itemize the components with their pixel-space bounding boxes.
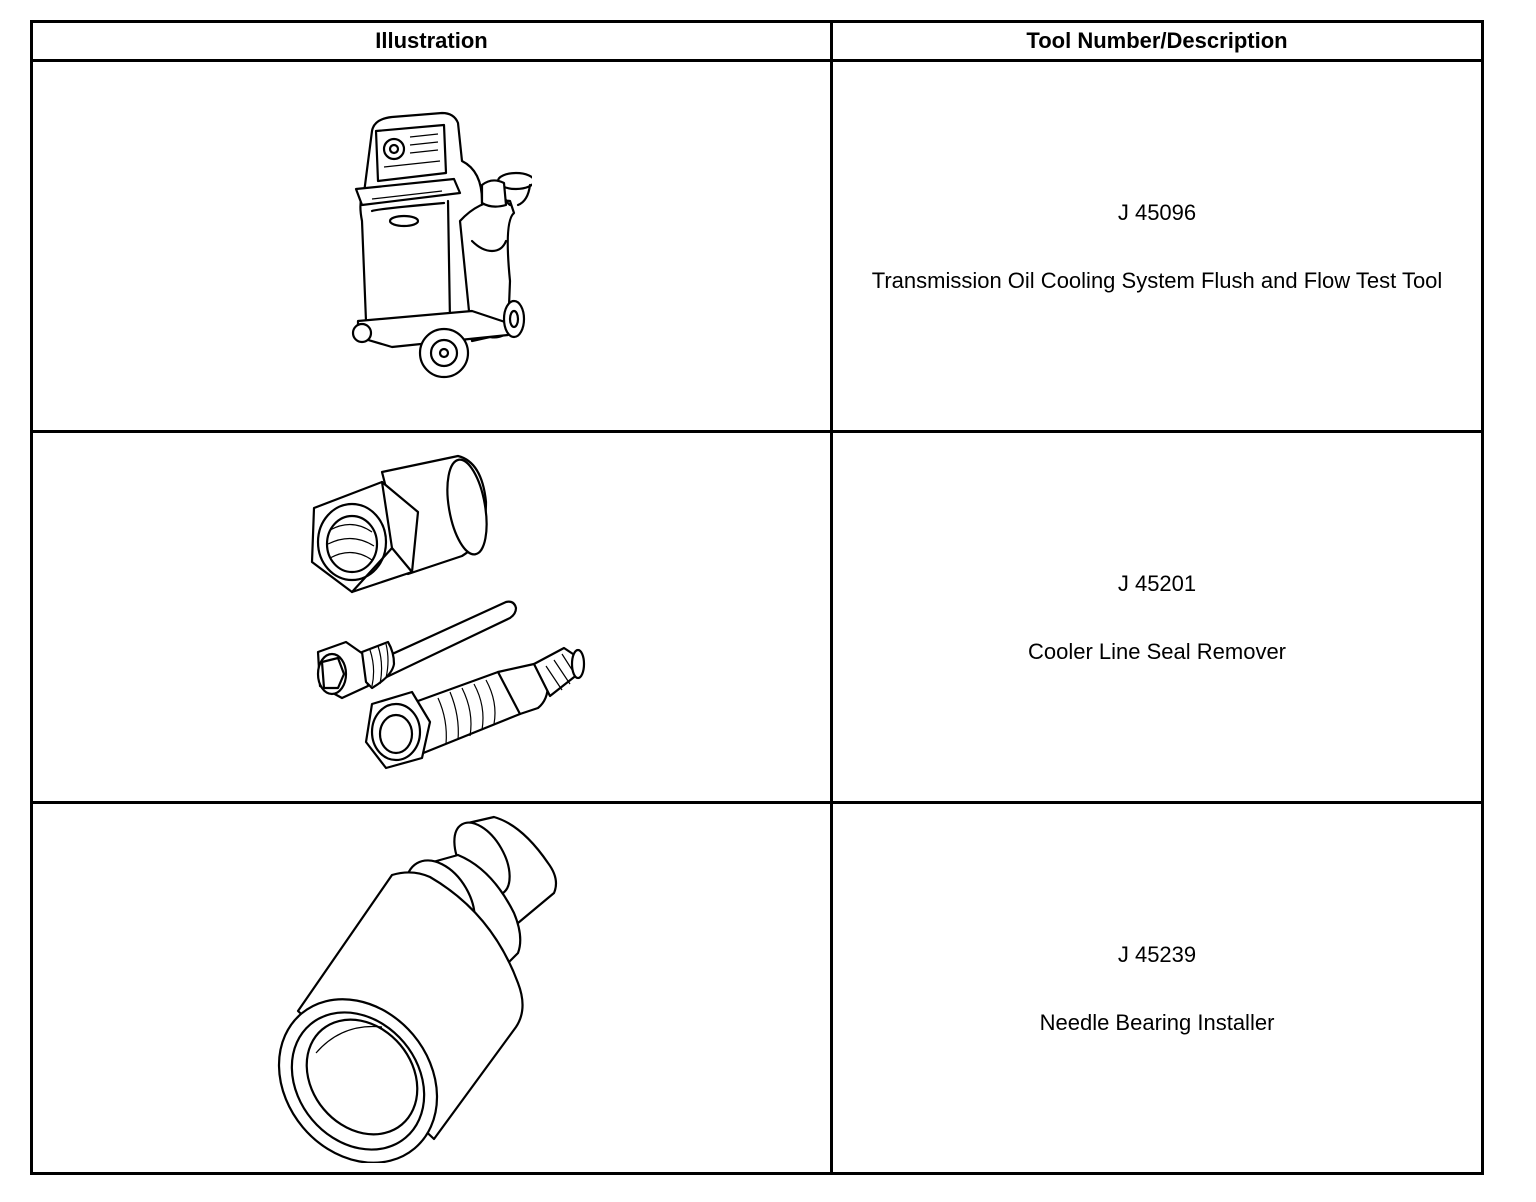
seal-remover-icon (310, 454, 585, 770)
tool-table: Illustration Tool Number/Description (30, 20, 1484, 1175)
tool-description: Cooler Line Seal Remover (1027, 638, 1287, 664)
tool-number: J 45201 (1117, 570, 1197, 596)
tool-info-cell: J 45239 Needle Bearing Installer (830, 801, 1484, 1175)
tool-description: Needle Bearing Installer (1039, 1009, 1275, 1035)
illustration-cell (30, 801, 833, 1175)
table-row: J 45201 Cooler Line Seal Remover (30, 430, 1484, 804)
flush-machine-icon (351, 111, 532, 379)
tool-number: J 45096 (1117, 199, 1197, 225)
table-row: J 45096 Transmission Oil Cooling System … (30, 59, 1484, 433)
column-header-tool: Tool Number/Description (830, 20, 1484, 62)
table-header-row: Illustration Tool Number/Description (30, 20, 1484, 62)
tool-description: Transmission Oil Cooling System Flush an… (871, 267, 1443, 293)
table-row: J 45239 Needle Bearing Installer (30, 801, 1484, 1175)
tool-number: J 45239 (1117, 941, 1197, 967)
illustration-cell (30, 59, 833, 433)
tool-info-cell: J 45096 Transmission Oil Cooling System … (830, 59, 1484, 433)
bearing-installer-icon (277, 815, 557, 1163)
tool-info-cell: J 45201 Cooler Line Seal Remover (830, 430, 1484, 804)
column-header-illustration: Illustration (30, 20, 833, 62)
illustration-cell (30, 430, 833, 804)
